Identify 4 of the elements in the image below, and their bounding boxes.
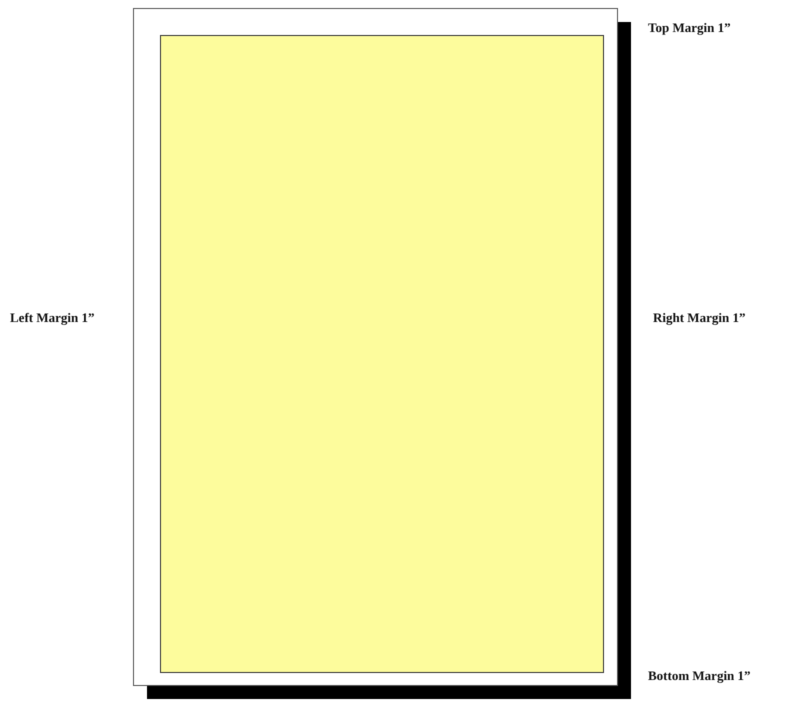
margin-label: Bottom Margin 1”: [648, 668, 751, 684]
margin-label: Right Margin 1”: [653, 310, 746, 326]
margin-label: Top Margin 1”: [648, 20, 731, 36]
margin-label: Left Margin 1”: [10, 310, 94, 326]
